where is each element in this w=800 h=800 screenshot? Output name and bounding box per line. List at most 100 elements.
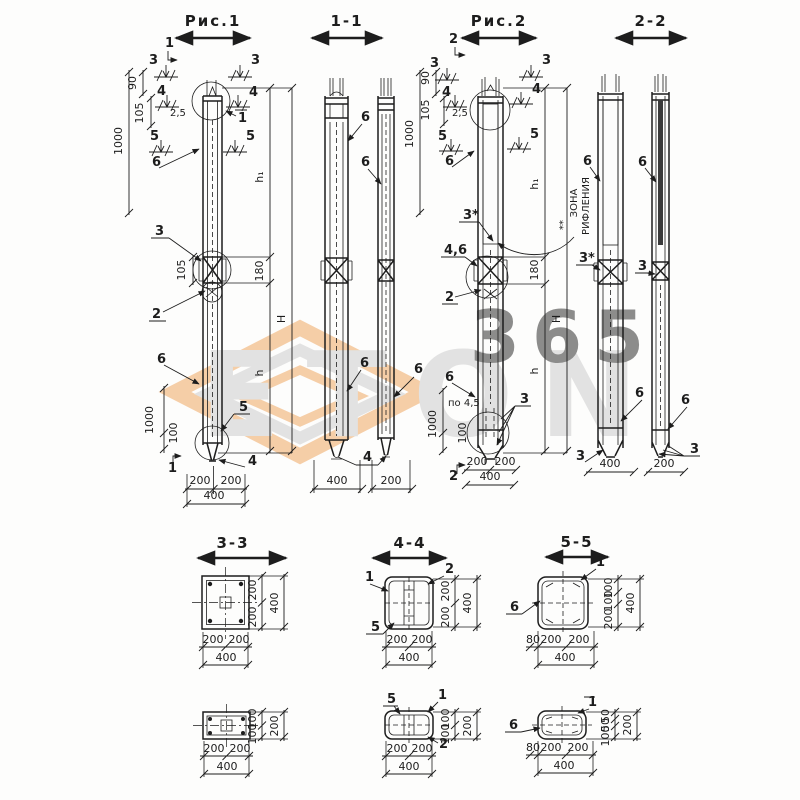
- dim-label: 100: [439, 724, 452, 745]
- dim-label: 200: [495, 455, 516, 468]
- dim-label: h: [253, 369, 266, 376]
- watermark-diamond-inner: [230, 365, 370, 427]
- dim-label: 1000: [143, 406, 156, 434]
- dim-label: 180: [528, 260, 541, 281]
- dim-label: 50: [599, 709, 612, 723]
- section-mark-1: 1: [165, 36, 174, 51]
- view-title: Рис.1: [185, 12, 242, 30]
- part-label: 4: [249, 85, 258, 100]
- view-title: 1-1: [330, 12, 363, 30]
- dim-label: 200: [569, 633, 590, 646]
- part-label: 5: [371, 620, 380, 635]
- dim-label: 100: [439, 709, 452, 730]
- dim-label: 200: [387, 633, 408, 646]
- dim-label: 2,5: [170, 108, 186, 119]
- watermark-diamond-outer: [158, 319, 442, 465]
- dim-label: 400: [399, 760, 420, 773]
- corrugation-zone: [602, 99, 619, 246]
- dim-label: H: [550, 315, 563, 323]
- part-label: 3: [149, 53, 158, 68]
- dim-label: 80: [526, 633, 540, 646]
- zone-note-marks: **: [558, 220, 569, 230]
- part-label: 2: [445, 562, 454, 577]
- zone-note-line1: ЗОНА: [569, 189, 580, 218]
- part-label: 6: [157, 352, 166, 367]
- dim-label: 200: [439, 607, 452, 628]
- dim-label: 400: [216, 651, 237, 664]
- part-label: 4: [248, 454, 257, 469]
- dim-label: 180: [253, 261, 266, 282]
- part-label: 6: [360, 356, 369, 371]
- dim-label: 200: [381, 474, 402, 487]
- dim-label: 400: [327, 474, 348, 487]
- dim-label: 200: [541, 741, 562, 754]
- dim-label: H: [275, 315, 288, 323]
- dim-label: 400: [624, 593, 637, 614]
- dim-label: 400: [555, 651, 576, 664]
- dim-label: по 4,5: [448, 398, 480, 409]
- dim-label: 400: [217, 760, 238, 773]
- view-fig1: Рис.1 1 3 3 4 4 2,5 5 5 1 6 90 105 1000 …: [112, 12, 297, 509]
- dim-label: 400: [399, 651, 420, 664]
- part-label: 6: [638, 155, 647, 170]
- dim-label: 1000: [403, 120, 416, 148]
- part-label: 6: [583, 154, 592, 169]
- part-label: 6: [510, 600, 519, 615]
- part-label: 3: [576, 449, 585, 464]
- part-label: 2: [445, 290, 454, 305]
- dim-label: 90: [126, 76, 139, 90]
- view-title: Рис.2: [471, 12, 528, 30]
- part-label: 6: [152, 155, 161, 170]
- zone-note-line2: РИФЛЕНИЯ: [581, 177, 592, 235]
- dim-label: 200: [568, 741, 589, 754]
- section-mark-2: 2: [449, 32, 458, 47]
- section-33: 3-3 200 200 400 200 200 400 100 100 200 …: [192, 534, 289, 779]
- dim-label: 200: [246, 580, 259, 601]
- dim-label: 200: [246, 607, 259, 628]
- part-label: 5: [387, 692, 396, 707]
- part-label: 3: [638, 259, 647, 274]
- dim-label: 105: [419, 100, 432, 121]
- section-mark-1: 1: [238, 111, 247, 126]
- part-label: 6: [509, 718, 518, 733]
- part-label: 4: [442, 85, 451, 100]
- dim-label: 1000: [112, 127, 125, 155]
- view-title: 2-2: [634, 12, 667, 30]
- dim-label: 400: [461, 593, 474, 614]
- dim-label: 50: [599, 718, 612, 732]
- dim-label: 400: [600, 457, 621, 470]
- view-title: 5-5: [560, 533, 593, 551]
- dim-label: 100: [602, 591, 615, 612]
- view-title: 3-3: [216, 534, 249, 552]
- dim-label: 100: [456, 423, 469, 444]
- dim-label: 400: [480, 470, 501, 483]
- part-label: 1: [596, 555, 605, 570]
- dim-label: 200: [439, 581, 452, 602]
- dim-label: 100: [599, 726, 612, 747]
- dim-label: 200: [461, 716, 474, 737]
- dim-label: 200: [230, 742, 251, 755]
- part-label: 5: [150, 129, 159, 144]
- part-label: 3: [251, 53, 260, 68]
- section-55: 5-5 6 1 100 100 200 400 80 200 200 400 6…: [505, 533, 645, 778]
- section-mark-1: 1: [168, 461, 177, 476]
- part-label: 2: [439, 737, 448, 752]
- part-label: 4: [363, 450, 372, 465]
- part-label: 6: [681, 393, 690, 408]
- view-sec22: 2-2 6 6 3* 3 6 6 3 3 400 200: [576, 12, 700, 477]
- part-label: 1: [588, 695, 597, 710]
- dim-label: 200: [221, 474, 242, 487]
- dim-label: 400: [554, 759, 575, 772]
- dim-label: 100: [246, 709, 259, 730]
- part-label: 3: [690, 442, 699, 457]
- part-label: 1: [365, 570, 374, 585]
- part-label: 5: [239, 400, 248, 415]
- part-label: 3*: [463, 208, 479, 223]
- part-label: 5: [530, 127, 539, 142]
- view-title: 4-4: [393, 534, 426, 552]
- view-sec11: 1-1 6 6 6 6 4 400 200: [309, 12, 423, 494]
- part-label: 2: [152, 307, 161, 322]
- part-label: 3: [542, 53, 551, 68]
